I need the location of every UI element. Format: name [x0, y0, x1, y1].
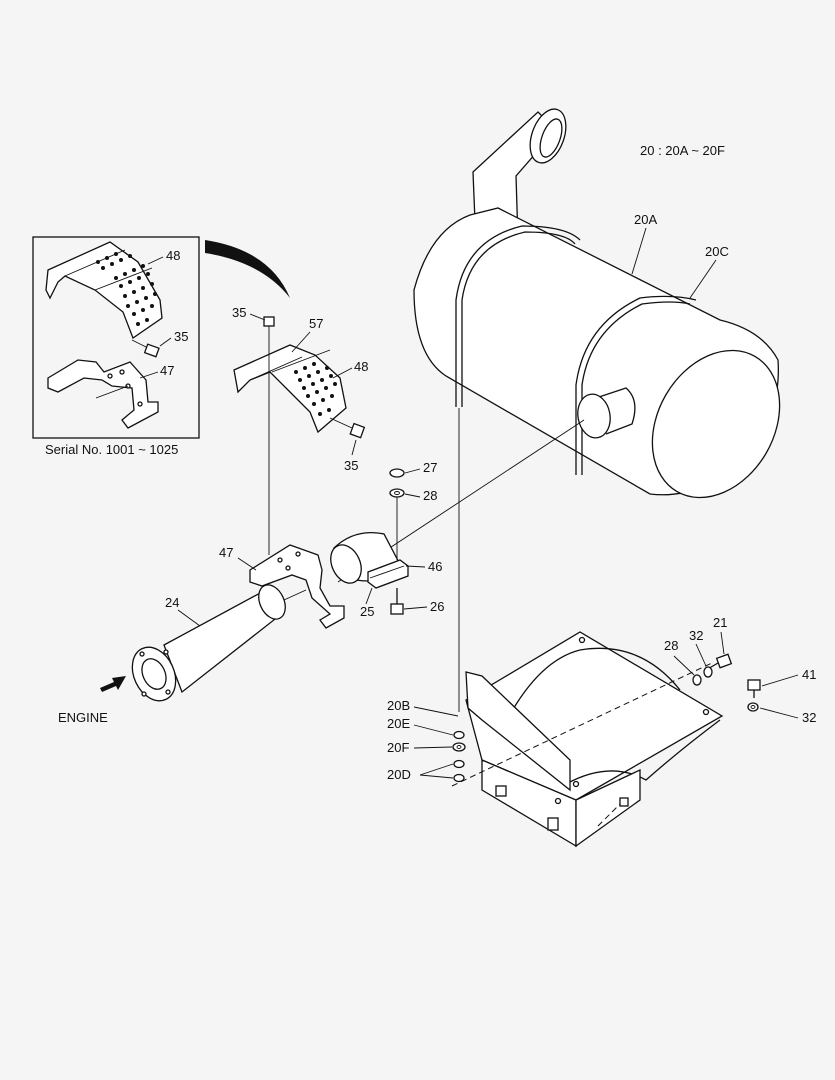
- label-32-top: 32: [689, 628, 703, 643]
- inset-bolt-35: [131, 339, 160, 358]
- label-20B: 20B: [387, 698, 410, 713]
- label-21: 21: [713, 615, 727, 630]
- label-20D: 20D: [387, 767, 411, 782]
- inset-cover-48: [45, 241, 163, 340]
- label-20C: 20C: [705, 244, 729, 259]
- inset-label-48: 48: [166, 248, 180, 263]
- bolt-41: [747, 679, 761, 698]
- bolt-35-top: [263, 316, 275, 335]
- washer-28-right: [692, 674, 702, 686]
- engine-label: ENGINE: [58, 710, 108, 725]
- inset-caption: Serial No. 1001 ~ 1025: [45, 442, 178, 457]
- exhaust-pipe-24: [131, 584, 286, 702]
- label-47: 47: [219, 545, 233, 560]
- bracket-47: [249, 544, 345, 629]
- muffler-20A: [413, 108, 781, 499]
- inset-bracket-47: [47, 359, 159, 429]
- strap-hardware-stack: [452, 730, 466, 783]
- label-26: 26: [430, 599, 444, 614]
- inset-pointer-arrow: [205, 240, 290, 298]
- clamp-25: [330, 531, 409, 589]
- label-57: 57: [309, 316, 323, 331]
- assembly-note: 20 : 20A ~ 20F: [640, 143, 725, 158]
- washer-32-right: [747, 702, 759, 712]
- heat-shield-48: [233, 344, 347, 434]
- label-20A: 20A: [634, 212, 657, 227]
- label-20E: 20E: [387, 716, 410, 731]
- label-20F: 20F: [387, 740, 409, 755]
- label-25: 25: [360, 604, 374, 619]
- washer-28-clamp: [389, 488, 405, 498]
- inset-label-35: 35: [174, 329, 188, 344]
- washer-32-top: [703, 666, 713, 678]
- engine-arrow: [100, 676, 126, 692]
- label-28-right: 28: [664, 638, 678, 653]
- inset-frame: [32, 236, 200, 439]
- inset-label-47: 47: [160, 363, 174, 378]
- label-35-top: 35: [232, 305, 246, 320]
- label-28-clamp: 28: [423, 488, 437, 503]
- label-32-right: 32: [802, 710, 816, 725]
- label-35-bottom: 35: [344, 458, 358, 473]
- inset-serial-variant: Serial No. 1001 ~ 1025 48 35: [32, 236, 200, 457]
- muffler-mount-bracket: [451, 631, 724, 848]
- bolt-35-bottom: [329, 417, 366, 439]
- label-24: 24: [165, 595, 179, 610]
- label-48: 48: [354, 359, 368, 374]
- bolt-26: [390, 588, 404, 615]
- label-27: 27: [423, 460, 437, 475]
- label-41: 41: [802, 667, 816, 682]
- label-46: 46: [428, 559, 442, 574]
- nut-27: [389, 468, 405, 478]
